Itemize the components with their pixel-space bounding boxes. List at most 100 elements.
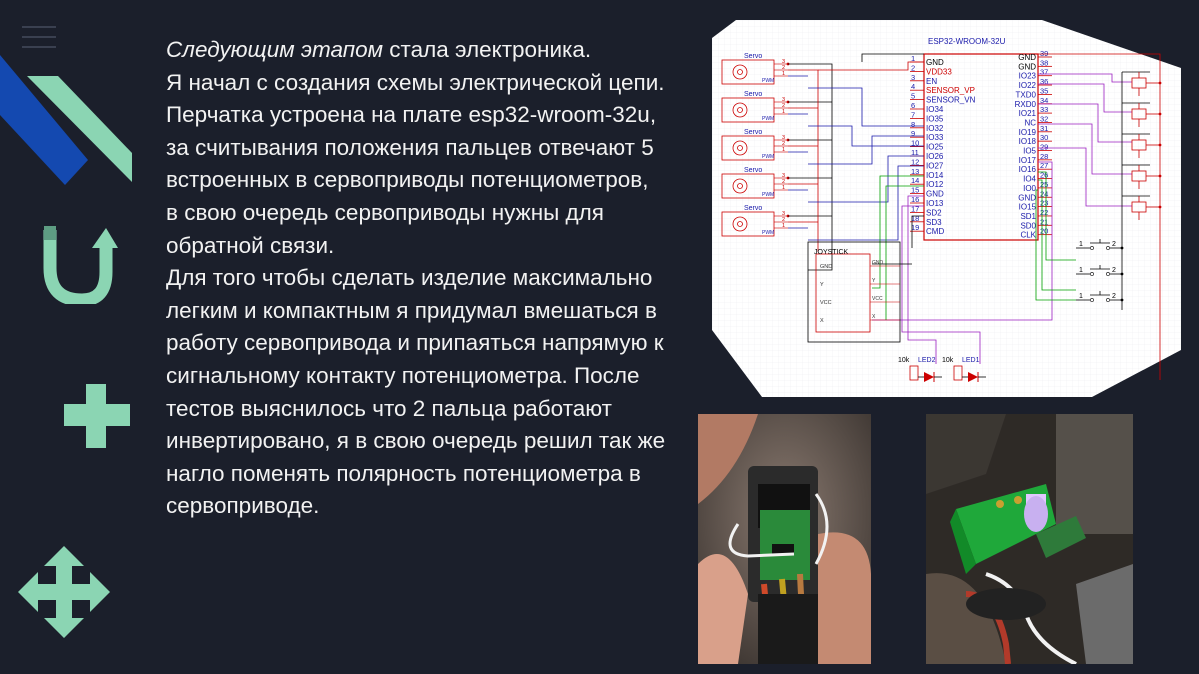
servo-pin-number: 1: [782, 147, 785, 153]
servo-gear: [732, 64, 748, 80]
intro-text: стала электроника.: [383, 37, 592, 62]
chip-pin-number: 30: [1040, 133, 1048, 142]
chip-pin-number: 33: [1040, 105, 1048, 114]
chip-pin-number: 10: [911, 139, 919, 148]
junction-dot: [1120, 298, 1124, 302]
servo-pin-number: 1: [782, 71, 785, 77]
chip-pin-name: IO27: [926, 161, 944, 170]
button-contact: [1090, 246, 1094, 250]
chip-pin-number: 2: [911, 63, 915, 72]
chip-pin-name: IO18: [1019, 137, 1037, 146]
intro-italic-text: Следующим этапом: [166, 37, 384, 62]
chip-pin-name: CLK: [1020, 231, 1036, 240]
chip-pin-name: VDD33: [926, 67, 952, 76]
chip-pin-number: 22: [1040, 208, 1048, 217]
chip-pin-number: 8: [911, 120, 915, 129]
chip-pin-number: 12: [911, 157, 919, 166]
body-text: Следующим этапом стала электроника. Я на…: [166, 34, 666, 523]
servo-pin-number: 3: [782, 97, 785, 103]
joystick-pin-label: VCC: [820, 300, 832, 306]
chip-pin-number: 3: [911, 73, 915, 82]
chip-pin-number: 14: [911, 176, 919, 185]
servo-pin-number: 3: [782, 135, 785, 141]
chip-pin-name: GND: [1018, 193, 1036, 202]
chip-pin-number: 29: [1040, 143, 1048, 152]
chip-pin-number: 17: [911, 204, 919, 213]
resistor: [953, 365, 963, 381]
servo-hub: [737, 183, 743, 189]
servo-label: Servo: [744, 129, 762, 136]
chip-pin-name: IO34: [926, 105, 944, 114]
junction-dot: [1158, 174, 1162, 178]
joystick-net-label: GND: [872, 260, 884, 266]
servo-hub: [737, 145, 743, 151]
servo-label: Servo: [744, 53, 762, 60]
junction-dot: [1158, 81, 1162, 85]
servo-body: [721, 59, 775, 85]
servo-gear: [732, 216, 748, 232]
led-diode-icon: [924, 372, 934, 382]
junction-dot: [1120, 272, 1124, 276]
button-contact: [1090, 298, 1094, 302]
chip-pin-number: 18: [911, 214, 919, 223]
servo-pin-number: 2: [782, 65, 785, 71]
chip-pin-name: GND: [1018, 53, 1036, 62]
chip-pin-name: IO14: [926, 171, 944, 180]
chip-pin-number: 19: [911, 223, 919, 232]
junction-dot: [1158, 143, 1162, 147]
chip-pin-number: 20: [1040, 227, 1048, 236]
chip-pin-number: 32: [1040, 114, 1048, 123]
chip-pin-name: IO5: [1023, 147, 1036, 156]
chip-pin-name: SD2: [926, 208, 942, 217]
servo-pin-number: 1: [782, 185, 785, 191]
chip-pin-number: 16: [911, 195, 919, 204]
ribbon-decoration-icon: [0, 40, 140, 190]
led-diode-icon: [968, 372, 978, 382]
chip-pin-number: 21: [1040, 217, 1048, 226]
servo-body: [721, 135, 775, 161]
chip-pin-number: 27: [1040, 161, 1048, 170]
servo-hub: [737, 221, 743, 227]
chip-pin-number: 4: [911, 82, 915, 91]
chip-pin-number: 36: [1040, 77, 1048, 86]
button-pin-number: 2: [1112, 241, 1116, 248]
chip-pin-number: 37: [1040, 68, 1048, 77]
chip-pin-name: GND: [1018, 62, 1036, 71]
chip-pin-number: 39: [1040, 49, 1048, 58]
chip-pin-name: IO35: [926, 114, 944, 123]
menu-icon[interactable]: [22, 26, 56, 50]
chip-pin-name: CMD: [926, 227, 944, 236]
chip-pin-number: 28: [1040, 152, 1048, 161]
servo-pwm-label: PWM: [762, 230, 774, 236]
chip-pin-name: IO17: [1019, 156, 1037, 165]
chip-pin-number: 31: [1040, 124, 1048, 133]
chip-pin-name: RXD0: [1015, 100, 1037, 109]
chip-pin-number: 24: [1040, 189, 1048, 198]
chip-pin-name: IO0: [1023, 184, 1036, 193]
servo-pin-number: 1: [782, 109, 785, 115]
servo-label: Servo: [744, 167, 762, 174]
chip-pin-name: IO19: [1019, 128, 1037, 137]
move-arrows-icon: [18, 546, 110, 638]
chip-pin-name: SD0: [1020, 221, 1036, 230]
chip-pin-number: 23: [1040, 199, 1048, 208]
joystick-pin-label: X: [820, 318, 824, 324]
chip-pin-number: 15: [911, 186, 919, 195]
led-label: LED2: [918, 357, 936, 364]
chip-pin-name: EN: [926, 77, 937, 86]
resistor: [909, 365, 919, 381]
chip-pin-name: SENSOR_VP: [926, 86, 975, 95]
servo-pin-number: 3: [782, 59, 785, 65]
junction-dot: [1158, 205, 1162, 209]
chip-pin-number: 5: [911, 92, 915, 101]
chip-pin-name: IO4: [1023, 175, 1036, 184]
chip-pin-name: NC: [1024, 118, 1036, 127]
servo-label: Servo: [744, 205, 762, 212]
chip-pin-name: TXD0: [1016, 90, 1037, 99]
button-contact: [1106, 272, 1110, 276]
button-pin-number: 1: [1079, 293, 1083, 300]
button-pin-number: 1: [1079, 241, 1083, 248]
joystick-net-label: Y: [872, 278, 876, 284]
